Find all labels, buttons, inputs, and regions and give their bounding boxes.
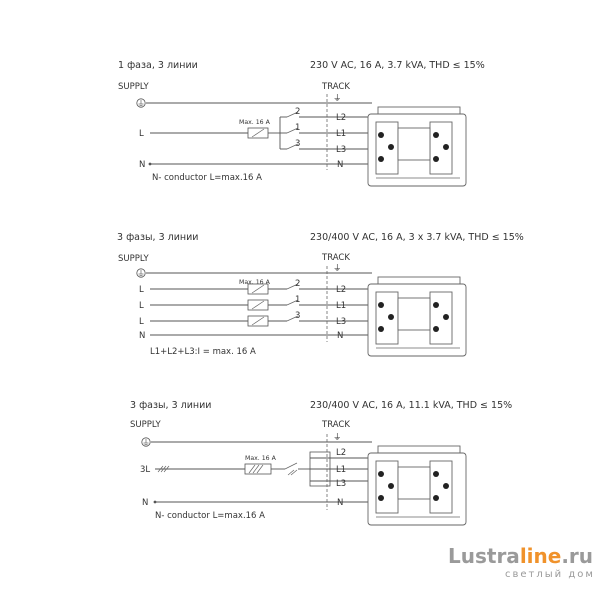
diagram-1: 1 фаза, 3 линии 230 V AC, 16 A, 3.7 kVA,… — [118, 60, 485, 187]
ground-icon — [141, 437, 151, 447]
ground-icon — [136, 268, 146, 278]
diagram-2-input-N: N — [139, 331, 145, 341]
svg-text:Lustraline.ru: Lustraline.ru — [448, 544, 593, 568]
diagram-2-switch-2: 2 — [295, 279, 300, 289]
diagram-3-spec: 230/400 V AC, 16 A, 11.1 kVA, THD ≤ 15% — [310, 400, 512, 411]
logo-tagline: светлый дом — [505, 569, 595, 580]
diagram-2-switch-1: 1 — [295, 295, 300, 305]
diagram-1-input-N: N — [139, 160, 145, 170]
diagram-3-track-L3: L3 — [336, 479, 346, 489]
diagram-3-input-N: N — [142, 498, 148, 508]
diagram-2-track-L2: L2 — [336, 285, 346, 295]
diagram-3-track-N: N — [337, 498, 343, 508]
diagram-1-earth-symbol: ⏚ — [333, 94, 342, 104]
diagram-1-track-N: N — [337, 160, 343, 170]
diagram-1-input-L: L — [139, 129, 144, 139]
diagram-2-track-N: N — [337, 331, 343, 341]
diagram-1-breaker-label: Max. 16 A — [239, 119, 271, 126]
diagram-3-supply-label: SUPPLY — [130, 420, 161, 430]
diagram-2-earth-symbol: ⏚ — [333, 264, 342, 274]
diagram-1-track-label: TRACK — [321, 82, 350, 92]
diagram-3-input-3L: 3L — [140, 465, 150, 475]
diagram-2-note: L1+L2+L3:I = max. 16 A — [150, 347, 256, 357]
logo-name-part1: Lustra — [448, 544, 520, 568]
diagram-3: 3 фазы, 3 линии 230/400 V AC, 16 A, 11.1… — [130, 400, 512, 526]
diagram-1-track-L3: L3 — [336, 145, 346, 155]
diagram-2-track-L3: L3 — [336, 317, 346, 327]
diagram-1-spec: 230 V AC, 16 A, 3.7 kVA, THD ≤ 15% — [310, 60, 485, 71]
ground-icon — [136, 98, 146, 108]
diagram-3-note: N- conductor L=max.16 A — [155, 511, 265, 521]
diagram-3-breaker — [244, 463, 272, 475]
diagram-1-track-L1: L1 — [336, 129, 346, 139]
diagram-2-track-label: TRACK — [321, 253, 350, 263]
diagram-1-note: N- conductor L=max.16 A — [152, 173, 262, 183]
diagram-2-breaker-label: Max. 16 A — [239, 279, 271, 286]
diagram-3-heading: 3 фазы, 3 линии — [130, 400, 211, 411]
diagram-1-switch-1: 1 — [295, 123, 300, 133]
diagram-1-track-profile — [367, 106, 467, 187]
diagram-1-heading: 1 фаза, 3 линии — [118, 60, 198, 71]
diagram-2-input-L-2: L — [139, 301, 144, 311]
diagram-3-track-label: TRACK — [321, 420, 350, 430]
diagram-3-track-profile — [367, 445, 467, 526]
diagram-1-track-L2: L2 — [336, 113, 346, 123]
diagram-2-input-L-1: L — [139, 285, 144, 295]
diagram-2-supply-label: SUPPLY — [118, 254, 149, 264]
lustraline-logo: Lustraline.ru светлый дом — [448, 544, 595, 580]
diagram-2-track-profile — [367, 276, 467, 357]
diagram-1-supply-label: SUPPLY — [118, 82, 149, 92]
diagram-2-switch-3: 3 — [295, 311, 300, 321]
diagram-3-track-L1: L1 — [336, 465, 346, 475]
diagram-3-breaker-label: Max. 16 A — [245, 455, 277, 462]
diagram-2: 3 фазы, 3 линии 230/400 V AC, 16 A, 3 x … — [117, 232, 524, 357]
diagram-3-earth-symbol: ⏚ — [333, 433, 342, 443]
diagram-3-track-L2: L2 — [336, 448, 346, 458]
logo-name-part3: .ru — [561, 544, 593, 568]
diagram-2-heading: 3 фазы, 3 линии — [117, 232, 198, 243]
diagram-1-switch-3: 3 — [295, 139, 300, 149]
logo-name-part2: line — [520, 544, 562, 568]
diagram-2-input-L-3: L — [139, 317, 144, 327]
diagram-2-track-L1: L1 — [336, 301, 346, 311]
diagram-2-spec: 230/400 V AC, 16 A, 3 x 3.7 kVA, THD ≤ 1… — [310, 232, 524, 243]
diagram-1-switch-2: 2 — [295, 107, 300, 117]
